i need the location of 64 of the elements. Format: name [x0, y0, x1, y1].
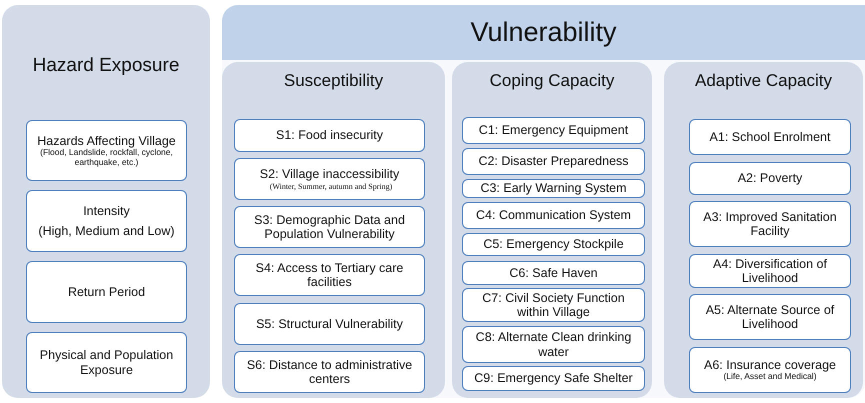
indicator-text: A2: Poverty: [738, 171, 802, 186]
indicator-box: [462, 148, 645, 175]
indicator-text: C8: Alternate Clean drinking water: [474, 330, 632, 359]
indicator-text: S1: Food insecurity: [276, 128, 383, 143]
indicator-text: A3: Improved Sanitation Facility: [702, 210, 838, 238]
indicator-text: S3: Demographic Data and Population Vulnerability: [253, 212, 406, 242]
indicator-box: [26, 120, 187, 181]
indicator-box: [462, 233, 645, 256]
title-band: Vulnerability: [222, 5, 865, 60]
indicator-text: C3: Early Warning System: [480, 181, 627, 196]
indicator-box: [462, 261, 645, 285]
indicator-text: A4: Diversification of Livelihood: [712, 256, 828, 286]
indicator-text: C7: Civil Society Function within Village: [481, 290, 626, 320]
indicator-box: [234, 351, 425, 393]
indicator-box: [462, 202, 645, 229]
group-background: [222, 5, 865, 398]
indicator-text: C1: Emergency Equipment: [478, 123, 628, 138]
indicator-box: [462, 117, 645, 144]
indicator-text: S4: Access to Tertiary care facilities: [254, 260, 404, 290]
indicator-box: [462, 179, 645, 198]
category-panel: [664, 62, 863, 398]
category-heading: Susceptibility: [282, 71, 384, 91]
indicator-box: [234, 119, 425, 152]
indicator-text: C5: Emergency Stockpile: [483, 237, 624, 252]
indicator-box: [462, 326, 645, 363]
indicator-box: [689, 294, 851, 340]
indicator-box: [462, 366, 645, 391]
indicator-box: [689, 201, 851, 247]
indicator-text: S5: Structural Vulnerability: [256, 316, 403, 332]
indicator-box: [689, 119, 851, 155]
indicator-text: Intensity: [83, 204, 130, 218]
indicator-text: C9: Emergency Safe Shelter: [474, 371, 633, 386]
indicator-text: A5: Alternate Source of Livelihood: [704, 302, 836, 332]
indicator-text: Physical and Population Exposure: [38, 348, 174, 377]
indicator-box: [689, 254, 851, 288]
category-panel: [2, 5, 210, 398]
indicator-box: [462, 288, 645, 322]
indicator-box: [26, 332, 187, 393]
indicator-text: C4: Communication System: [476, 208, 631, 223]
category-panel: [222, 62, 445, 398]
indicator-detail: (Winter, Summer, autumn and Spring): [270, 182, 392, 191]
indicator-text: A6: Insurance coverage: [704, 358, 836, 372]
indicator-text: S2: Village inaccessibility: [260, 167, 400, 182]
indicator-text: C6: Safe Haven: [509, 266, 598, 280]
indicator-box: [234, 254, 425, 296]
indicator-box: [26, 190, 187, 252]
indicator-text: Return Period: [68, 284, 146, 300]
indicator-box: [689, 347, 851, 393]
indicator-box: [234, 158, 425, 200]
indicator-box: [26, 261, 187, 323]
category-heading: Hazard Exposure: [32, 55, 180, 77]
indicator-detail: (High, Medium and Low): [38, 224, 175, 238]
indicator-detail: (Life, Asset and Medical): [723, 372, 817, 382]
indicator-text: Hazards Affecting Village: [37, 134, 176, 148]
indicator-box: [234, 206, 425, 248]
category-heading: Adaptive Capacity: [694, 71, 834, 91]
indicator-detail: (Flood, Landslide, rockfall, cyclone, earthquake, etc.): [39, 148, 173, 168]
indicator-text: S6: Distance to administrative centers: [246, 358, 414, 386]
indicator-text: C2: Disaster Preparedness: [478, 154, 629, 169]
category-heading: Coping Capacity: [488, 71, 616, 91]
indicator-box: [689, 162, 851, 195]
indicator-text: A1: School Enrolment: [710, 130, 830, 144]
indicator-box: [234, 303, 425, 345]
category-panel: [452, 62, 652, 398]
